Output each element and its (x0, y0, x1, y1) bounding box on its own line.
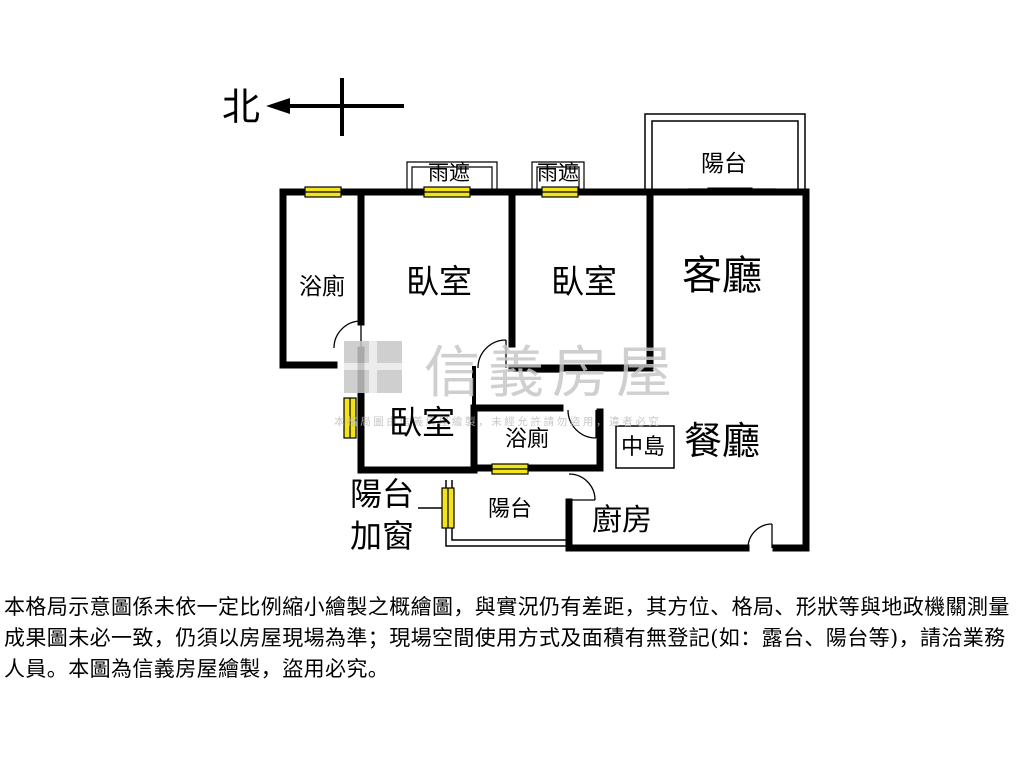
dining-room-label: 餐廳 (684, 419, 760, 463)
watermark-fine-print: 本格局圖由信義房屋繪製，未經允許請勿盜用，違者必究 (334, 415, 662, 428)
disclaimer-text: 本格局示意圖係未依一定比例縮小繪製之概繪圖，與實況仍有差距，其方位、格局、形狀等… (4, 595, 1010, 681)
balcony-window-label-line1: 陽台 (350, 475, 414, 513)
bedroom-2-label: 臥室 (551, 262, 617, 301)
north-arrow-icon (266, 98, 290, 114)
kitchen-island (615, 425, 675, 469)
bath-top-label: 浴廁 (299, 274, 345, 300)
north-compass: 北 (222, 78, 404, 136)
brand-watermark: 信義房屋 本格局圖由信義房屋繪製，未經允許請勿盜用，違者必究 (334, 341, 680, 428)
island-label: 中島 (621, 435, 665, 460)
watermark-brand: 信義房屋 (424, 341, 680, 406)
kitchen-label: 廚房 (592, 503, 652, 538)
floor-plan: 北 (222, 78, 810, 555)
balcony-top-label: 陽台 (701, 151, 747, 177)
balcony-window-label-line2: 加窗 (350, 517, 414, 555)
windows (304, 186, 579, 529)
brand-logo (344, 341, 402, 393)
bath-center-label: 浴廁 (505, 427, 549, 452)
canopy-2-label: 雨遮 (537, 161, 579, 185)
balcony-bottom-label: 陽台 (488, 497, 532, 522)
bedroom-1-label: 臥室 (406, 262, 472, 301)
canopy-1-label: 雨遮 (428, 161, 470, 185)
north-label: 北 (222, 85, 260, 129)
living-room-label: 客廳 (682, 253, 762, 299)
doors (333, 320, 773, 549)
bedroom-3-label: 臥室 (389, 403, 455, 442)
canopies (406, 161, 585, 190)
